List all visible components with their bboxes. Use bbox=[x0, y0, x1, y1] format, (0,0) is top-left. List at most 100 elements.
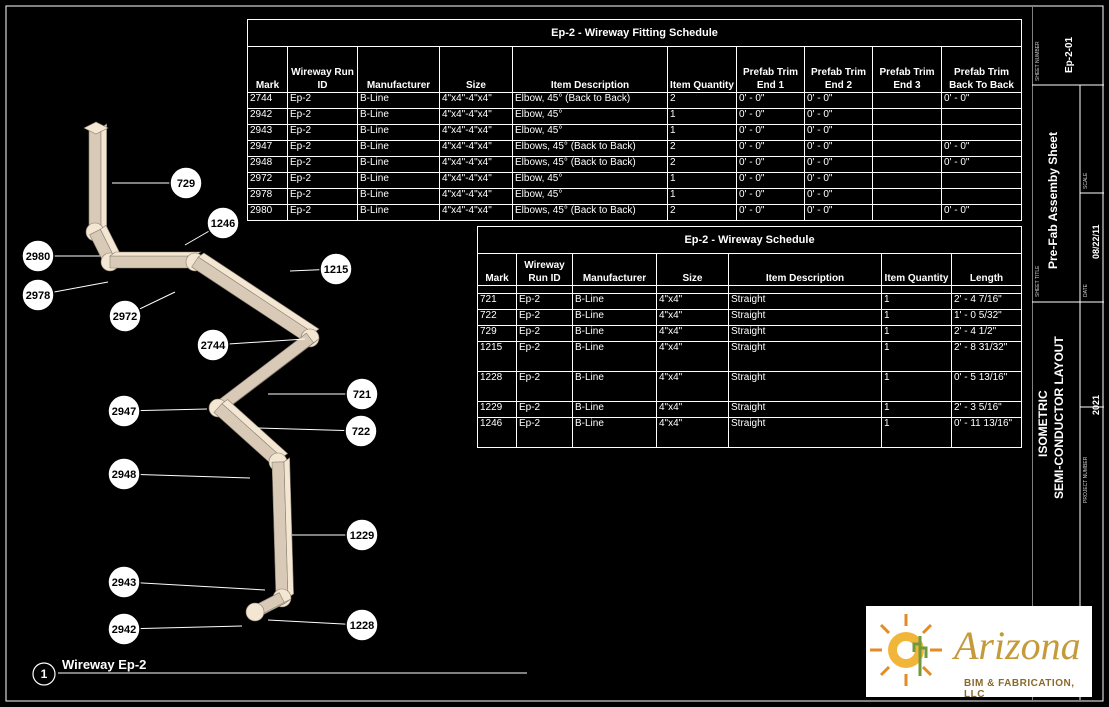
wireway_schedule-cell: Ep-2 bbox=[516, 371, 573, 402]
tag-bubble bbox=[21, 239, 55, 273]
wireway_schedule-header: Wireway Run ID bbox=[516, 253, 573, 286]
project-title-line-1: ISOMETRIC bbox=[1036, 390, 1050, 457]
duct-fitting bbox=[245, 602, 265, 622]
fitting_schedule-cell bbox=[940, 172, 1023, 189]
wireway_schedule-cell: 4"x4" bbox=[656, 401, 729, 418]
duct-face bbox=[109, 251, 202, 257]
fitting_schedule-header: Mark bbox=[247, 46, 288, 93]
fitting_schedule-cell: 0' - 0" bbox=[804, 188, 873, 205]
duct-face bbox=[283, 457, 294, 599]
wireway_schedule-cell: Ep-2 bbox=[516, 293, 573, 310]
fitting_schedule-header: Prefab Trim Back To Back bbox=[940, 46, 1023, 93]
fitting_schedule-cell: 1 bbox=[667, 124, 737, 141]
wireway_schedule-cell: 729 bbox=[477, 325, 517, 342]
fitting_schedule-cell: 0' - 0" bbox=[804, 92, 873, 109]
fitting_schedule-cell: 4"x4"-4"x4" bbox=[439, 92, 513, 109]
fitting_schedule-header: Size bbox=[439, 46, 513, 93]
wireway_schedule-header: Manufacturer bbox=[572, 253, 657, 286]
wireway_schedule-cell: 1 bbox=[881, 293, 952, 310]
fitting_schedule-cell: 4"x4"-4"x4" bbox=[439, 156, 513, 173]
fitting_schedule-cell: 1 bbox=[667, 188, 737, 205]
tag-bubble bbox=[206, 206, 240, 240]
duct-face bbox=[109, 255, 196, 269]
fitting_schedule-cell: Ep-2 bbox=[287, 124, 358, 141]
tag-bubble bbox=[108, 299, 142, 333]
view-number-bubble bbox=[32, 662, 56, 686]
fitting_schedule-cell: 0' - 0" bbox=[804, 156, 873, 173]
project-number-label: PROJECT NUMBER bbox=[1083, 456, 1089, 503]
fitting_schedule-cell: 2 bbox=[667, 92, 737, 109]
tag-bubble bbox=[21, 278, 55, 312]
fitting_schedule-cell: 0' - 0" bbox=[804, 108, 873, 125]
tag-bubbles: 7291246298029781215297227447212947722294… bbox=[21, 166, 379, 646]
fitting_schedule-cell: B-Line bbox=[357, 156, 440, 173]
fitting_schedule-cell: 2978 bbox=[247, 188, 288, 205]
fitting_schedule-cell: 4"x4"-4"x4" bbox=[439, 188, 513, 205]
fitting_schedule-header: Item Description bbox=[512, 46, 668, 93]
wireway_schedule-cell: Ep-2 bbox=[516, 325, 573, 342]
wireway_schedule-cell: B-Line bbox=[572, 309, 657, 326]
fitting_schedule-cell: 4"x4"-4"x4" bbox=[439, 124, 513, 141]
fitting_schedule-cell bbox=[872, 188, 942, 205]
tag-bubble bbox=[345, 377, 379, 411]
wireway_schedule-cell: 0' - 5 13/16" bbox=[950, 371, 1023, 402]
cactus-icon bbox=[912, 636, 928, 676]
fitting_schedule-cell bbox=[872, 92, 942, 109]
fitting_schedule-cell: 0' - 0" bbox=[940, 204, 1023, 221]
duct-face bbox=[221, 399, 289, 458]
fitting_schedule-cell: 0' - 0" bbox=[736, 156, 805, 173]
fitting_schedule-cell: 0' - 0" bbox=[736, 204, 805, 221]
wireway_schedule-header: Size bbox=[656, 253, 729, 286]
fitting_schedule-cell: B-Line bbox=[357, 204, 440, 221]
fitting_schedule-cell: 2 bbox=[667, 156, 737, 173]
fitting_schedule-cell: 4"x4"-4"x4" bbox=[439, 172, 513, 189]
fitting_schedule-cell bbox=[872, 140, 942, 157]
sheet-date: 08/22/11 bbox=[1091, 224, 1101, 259]
tag-label: 1229 bbox=[350, 530, 374, 542]
fitting_schedule-cell: 0' - 0" bbox=[736, 172, 805, 189]
fitting_schedule-cell: 0' - 0" bbox=[940, 156, 1023, 173]
fitting_schedule-cell: 2744 bbox=[247, 92, 288, 109]
fitting_schedule-cell bbox=[940, 108, 1023, 125]
tag-label: 2943 bbox=[112, 577, 136, 589]
sheet-title-label: SHEET TITLE bbox=[1035, 265, 1041, 298]
tag-label: 2947 bbox=[112, 406, 136, 418]
sheet-title: Pre-Fab Assemby Sheet bbox=[1046, 132, 1060, 269]
fitting_schedule-cell bbox=[872, 124, 942, 141]
fitting_schedule-header: Manufacturer bbox=[357, 46, 440, 93]
wireway-schedule-title: Ep-2 - Wireway Schedule bbox=[476, 226, 1023, 254]
fitting_schedule-cell: B-Line bbox=[357, 172, 440, 189]
fitting_schedule-cell bbox=[940, 124, 1023, 141]
wireway_schedule-cell: Straight bbox=[728, 325, 882, 342]
wireway_schedule-cell: Straight bbox=[728, 341, 882, 372]
fitting_schedule-cell: 0' - 0" bbox=[736, 188, 805, 205]
wireway_schedule-cell: 4"x4" bbox=[656, 309, 729, 326]
fitting_schedule-cell: Elbows, 45° (Back to Back) bbox=[512, 156, 668, 173]
tag-label: 2744 bbox=[201, 340, 226, 352]
fitting_schedule-cell: Ep-2 bbox=[287, 204, 358, 221]
fitting_schedule-cell: Ep-2 bbox=[287, 108, 358, 125]
project-title-line-2: SEMI-CONDUCTOR LAYOUT bbox=[1052, 336, 1066, 499]
fitting_schedule-cell: Ep-2 bbox=[287, 172, 358, 189]
tag-label: 2978 bbox=[26, 290, 50, 302]
wireway_schedule-cell: 1 bbox=[881, 325, 952, 342]
wireway_schedule-cell: 4"x4" bbox=[656, 417, 729, 448]
duct-face bbox=[197, 252, 320, 334]
date-label: DATE bbox=[1083, 284, 1089, 297]
fitting_schedule-header: Prefab Trim End 1 bbox=[736, 46, 805, 93]
fitting_schedule-cell: 0' - 0" bbox=[940, 140, 1023, 157]
fitting_schedule-cell: 4"x4"-4"x4" bbox=[439, 108, 513, 125]
fitting_schedule-cell bbox=[940, 188, 1023, 205]
tag-bubble bbox=[107, 394, 141, 428]
tag-label: 2972 bbox=[113, 311, 137, 323]
wireway_schedule-cell: B-Line bbox=[572, 371, 657, 402]
scale-label: SCALE bbox=[1083, 172, 1089, 189]
wireway_schedule-cell: Straight bbox=[728, 371, 882, 402]
